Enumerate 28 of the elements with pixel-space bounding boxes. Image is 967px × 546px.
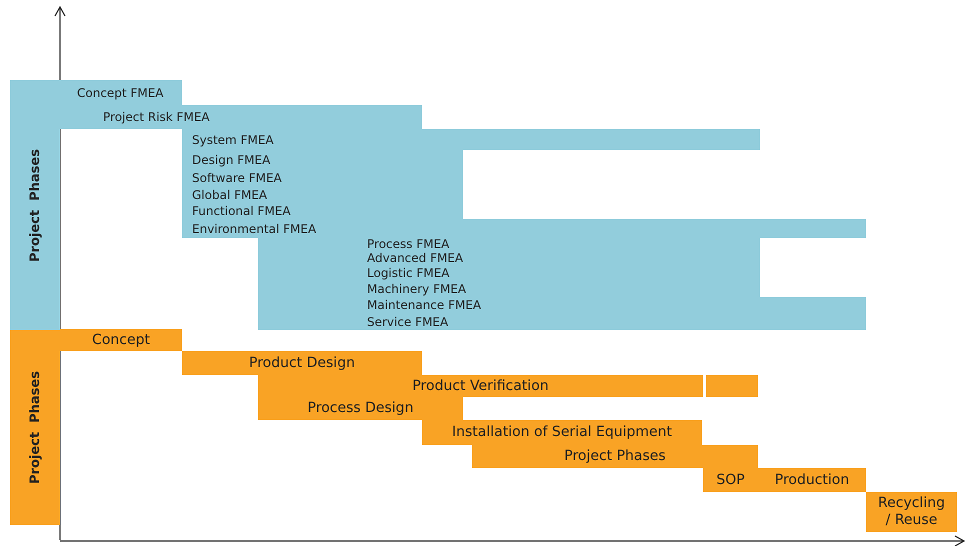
fmea-bar: Design FMEA: [182, 150, 463, 169]
fmea-bar: Project Risk FMEA: [60, 105, 422, 129]
fmea-bar: Functional FMEA: [182, 203, 463, 219]
fmea-bar: Service FMEA: [258, 313, 866, 330]
phase-bar: Process Design: [258, 397, 463, 420]
phase-bar: SOP: [703, 468, 758, 492]
fmea-bar: Maintenance FMEA: [258, 297, 866, 313]
fmea-bar: Concept FMEA: [60, 80, 182, 105]
phase-bar: Installation of Serial Equipment: [422, 420, 702, 445]
fmea-bar: System FMEA: [182, 129, 760, 150]
band-label: Project Phases: [28, 371, 42, 484]
phase-band: [10, 80, 60, 330]
fmea-bar: Logistic FMEA: [258, 265, 760, 281]
fmea-bar: Software FMEA: [182, 169, 463, 187]
phase-bar: [706, 375, 758, 397]
phase-bar: Product Verification: [258, 375, 703, 397]
phase-bar: Production: [758, 468, 866, 492]
phase-band: [10, 330, 60, 525]
fmea-bar: Environmental FMEA: [182, 219, 866, 238]
band-label: Project Phases: [28, 148, 42, 262]
fmea-bar: Advanced FMEA: [258, 250, 760, 265]
fmea-bar: Machinery FMEA: [258, 281, 760, 297]
fmea-bar: Process FMEA: [258, 238, 760, 250]
phase-bar: Recycling / Reuse: [866, 492, 957, 532]
phase-bar: Concept: [60, 329, 182, 351]
phase-bar: Product Design: [182, 351, 422, 375]
phase-bar: Project Phases: [472, 445, 758, 468]
fmea-bar: Global FMEA: [182, 187, 463, 203]
